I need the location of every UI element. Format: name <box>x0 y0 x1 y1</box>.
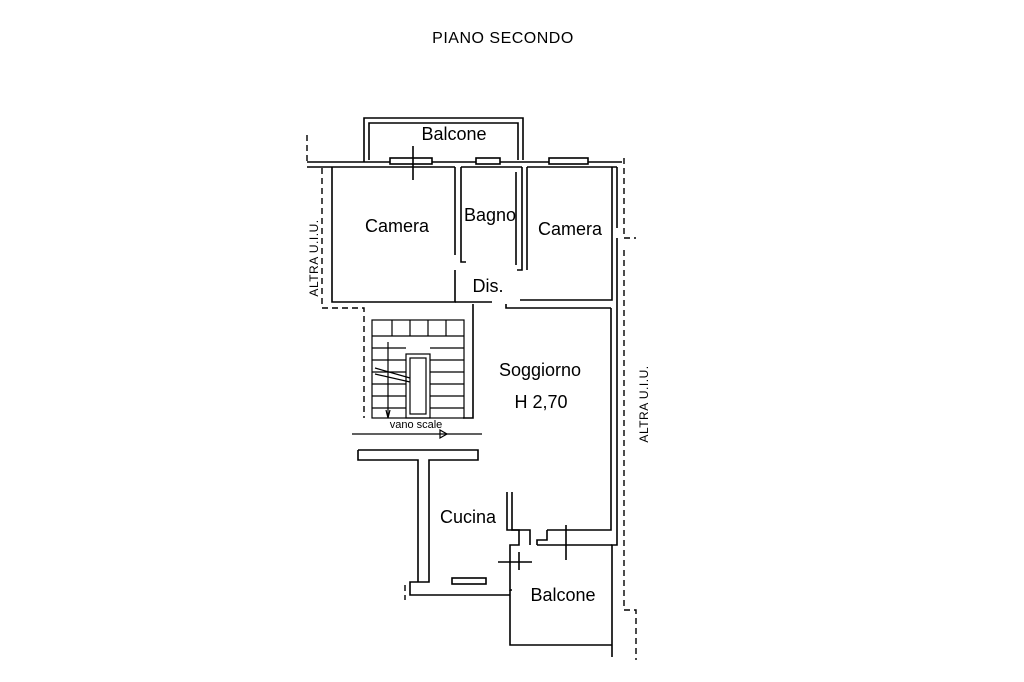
party-walls <box>306 135 637 660</box>
room-label-balcone-bottom: Balcone <box>530 585 595 605</box>
balcone-top-outline <box>363 117 524 162</box>
plan-title: PIANO SECONDO <box>432 30 574 47</box>
room-height-label: H 2,70 <box>514 392 567 412</box>
vano-scale-marker <box>352 428 482 440</box>
room-label-camera-right: Camera <box>538 219 603 239</box>
room-label-soggiorno: Soggiorno <box>499 360 581 380</box>
adjacent-unit-label-right: ALTRA U.I.U. <box>637 365 651 442</box>
room-label-cucina: Cucina <box>440 507 497 527</box>
room-label-dis: Dis. <box>473 276 504 296</box>
room-label-balcone-top: Balcone <box>421 124 486 144</box>
room-label-bagno: Bagno <box>464 205 516 225</box>
stairs <box>371 319 465 419</box>
room-label-camera-left: Camera <box>365 216 430 236</box>
walls <box>307 117 622 657</box>
vano-scale-label: vano scale <box>390 419 443 431</box>
adjacent-unit-label-left: ALTRA U.I.U. <box>307 219 321 296</box>
